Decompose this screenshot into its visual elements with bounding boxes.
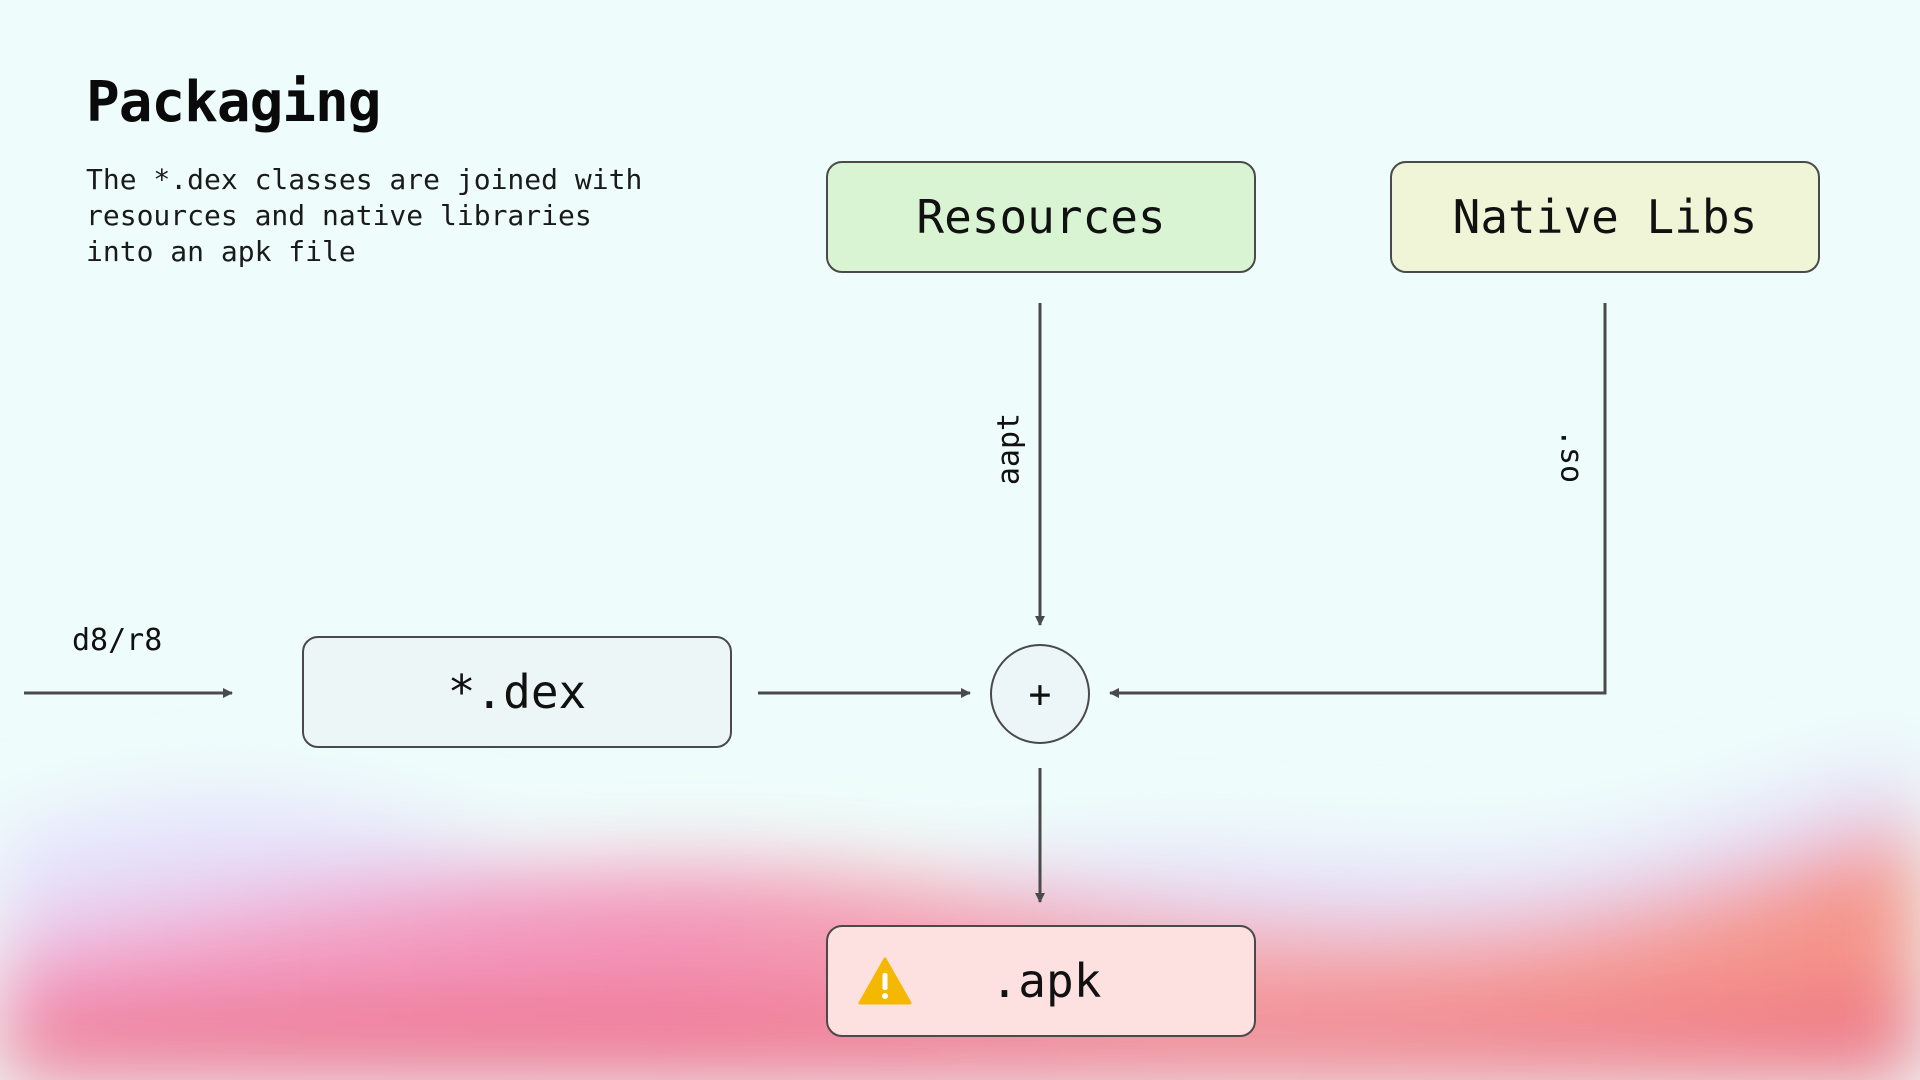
dex-label: *.dex — [447, 665, 587, 719]
combine-node: + — [990, 644, 1090, 744]
resources-node: Resources — [826, 161, 1256, 273]
arrow-native-to-combine — [1109, 303, 1607, 698]
resources-label: Resources — [916, 190, 1166, 244]
description: The *.dex classes are joined with resour… — [86, 163, 643, 268]
combine-label: + — [1028, 672, 1052, 716]
native-libs-label: Native Libs — [1452, 190, 1758, 244]
apk-label: .apk — [990, 954, 1102, 1008]
page-title: Packaging — [86, 70, 381, 135]
dex-node: *.dex — [302, 636, 732, 748]
edge-label-so: .so — [1553, 428, 1589, 484]
edge-label-aapt: aapt — [991, 412, 1027, 486]
native-libs-node: Native Libs — [1390, 161, 1820, 273]
edge-label-d8r8: d8/r8 — [72, 623, 163, 658]
warning-icon — [858, 957, 912, 1005]
apk-node: .apk — [826, 925, 1256, 1037]
